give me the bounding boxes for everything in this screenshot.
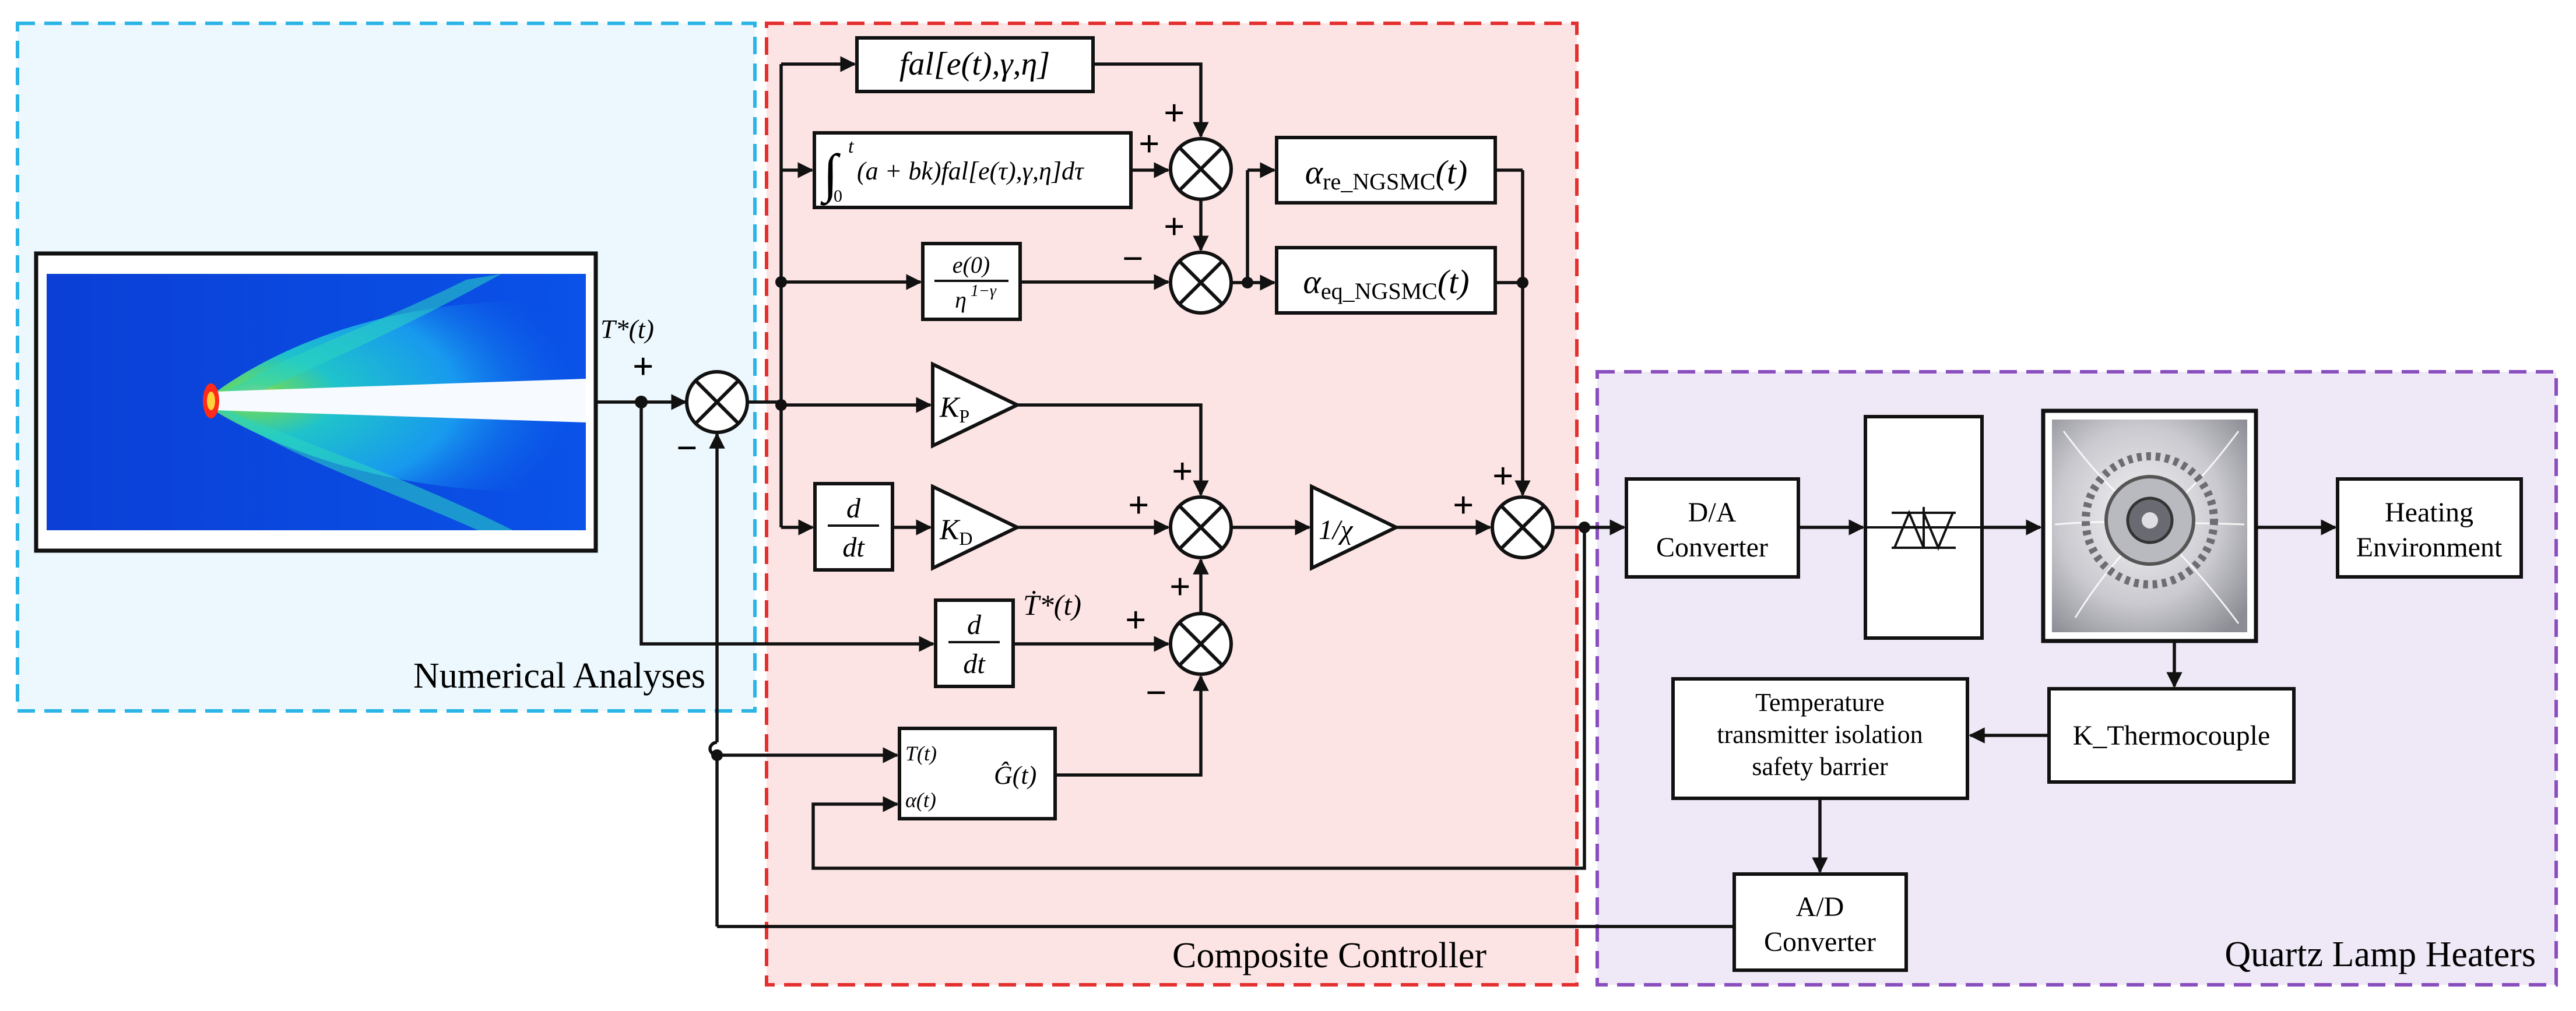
ad-converter-line2: Converter	[1764, 927, 1876, 957]
integral-lower-limit: 0	[834, 186, 842, 206]
kd-subscript: D	[959, 528, 972, 549]
da-converter-line1: D/A	[1688, 497, 1737, 528]
sign-plus: +	[1169, 566, 1190, 607]
sign-plus: +	[1164, 92, 1185, 133]
ad-converter-line1: A/D	[1796, 892, 1844, 922]
sign-plus: +	[1164, 206, 1185, 247]
svg-text:αeq_NGSMC(t): αeq_NGSMC(t)	[1303, 263, 1469, 304]
integral-upper-limit: t	[848, 136, 855, 157]
kp-symbol: K	[939, 390, 961, 423]
derivative-ref-numerator: d	[967, 610, 982, 640]
thermocouple-label: K_Thermocouple	[2073, 720, 2271, 751]
summing-junction-feedforward	[1169, 612, 1233, 676]
reference-signal-label: T*(t)	[600, 314, 654, 344]
alpha-re-subscript: re_NGSMC	[1323, 168, 1435, 195]
sign-plus: +	[1172, 450, 1193, 492]
region-heaters-label: Quartz Lamp Heaters	[2224, 935, 2536, 974]
kp-gain-block: KP	[931, 361, 1021, 449]
simulation-contour-image	[34, 251, 598, 553]
inverse-chi-gain-block: 1/χ	[1310, 484, 1400, 571]
observer-input-alpha: α(t)	[905, 788, 936, 812]
alpha-re-block: αre_NGSMC(t)	[1275, 136, 1497, 205]
integral-term: (a + bk)fal[e(τ),γ,η]dτ	[857, 157, 1085, 185]
derivative-error-denominator: dt	[842, 532, 865, 563]
transmitter-line3: safety barrier	[1752, 752, 1888, 781]
initial-error-denominator: η	[955, 287, 967, 313]
integral-sign: ∫	[820, 143, 841, 206]
alpha-eq-subscript: eq_NGSMC	[1321, 278, 1438, 304]
fal-label: fal[e(t),γ,η]	[899, 46, 1050, 82]
derivative-error-numerator: d	[846, 493, 861, 524]
summing-signs: + − + + + − + + + + − + +	[632, 92, 1513, 713]
alpha-eq-argument: (t)	[1438, 263, 1470, 301]
summing-junction-middle	[1169, 251, 1233, 315]
junction-dots	[635, 276, 1590, 761]
heating-environment-line1: Heating	[2385, 497, 2473, 528]
derivative-ref-denominator: dt	[963, 649, 986, 679]
sign-plus: +	[1125, 599, 1146, 640]
heating-environment-block: Heating Environment	[2336, 477, 2523, 579]
integral-block: ∫ t 0 (a + bk)fal[e(τ),γ,η]dτ	[813, 131, 1133, 209]
svg-text:KD: KD	[939, 513, 972, 549]
region-numerical-label: Numerical Analyses	[413, 656, 705, 696]
alpha-re-argument: (t)	[1436, 153, 1468, 191]
derivative-block-error: d dt	[813, 482, 894, 572]
initial-error-exponent: 1−γ	[971, 282, 997, 300]
alpha-eq-block: αeq_NGSMC(t)	[1275, 246, 1497, 315]
observer-input-temperature: T(t)	[905, 742, 937, 765]
initial-error-block: e(0) η 1−γ	[921, 242, 1022, 321]
disturbance-observer-block: T(t) α(t) Ĝ(t)	[898, 727, 1057, 820]
transmitter-line1: Temperature	[1755, 688, 1885, 717]
svg-text:KP: KP	[939, 390, 969, 427]
sign-plus: +	[1128, 484, 1149, 526]
reference-derivative-label: Ṫ*(t)	[1023, 589, 1081, 621]
summing-junction-linear	[1169, 495, 1233, 559]
thyristor-symbol	[1864, 415, 1984, 640]
summing-junction-error	[685, 370, 749, 434]
controller-wiring	[596, 56, 1734, 928]
quartz-lamp-photo	[2041, 408, 2258, 643]
summing-junction-output	[1491, 495, 1555, 559]
da-converter-line2: Converter	[1656, 532, 1768, 563]
svg-text:αre_NGSMC(t): αre_NGSMC(t)	[1305, 153, 1468, 195]
sign-minus: −	[1145, 672, 1166, 713]
thermocouple-block: K_Thermocouple	[2047, 687, 2296, 784]
summing-junction-upper	[1169, 137, 1233, 201]
initial-error-numerator: e(0)	[953, 252, 990, 278]
temperature-transmitter-block: Temperature transmitter isolation safety…	[1671, 677, 1969, 800]
sign-plus: +	[632, 346, 653, 387]
sign-minus: −	[1122, 238, 1143, 279]
region-controller-label: Composite Controller	[1172, 936, 1486, 975]
derivative-block-reference: d dt	[934, 598, 1015, 688]
inverse-chi-label: 1/χ	[1319, 515, 1354, 545]
alpha-eq-symbol: α	[1303, 263, 1322, 301]
kd-gain-block: KD	[931, 484, 1021, 571]
ad-converter-block: A/D Converter	[1732, 872, 1908, 972]
sign-plus: +	[1492, 455, 1513, 496]
heating-environment-line2: Environment	[2356, 532, 2503, 563]
sign-minus: −	[676, 427, 697, 468]
alpha-re-symbol: α	[1305, 153, 1324, 191]
sign-plus: +	[1453, 484, 1474, 526]
fal-block: fal[e(t),γ,η]	[855, 36, 1095, 93]
da-converter-block: D/A Converter	[1625, 477, 1800, 579]
observer-output: Ĝ(t)	[994, 761, 1036, 790]
kd-symbol: K	[939, 513, 961, 545]
transmitter-line2: transmitter isolation	[1717, 720, 1923, 749]
kp-subscript: P	[959, 406, 969, 427]
sign-plus: +	[1138, 123, 1159, 164]
